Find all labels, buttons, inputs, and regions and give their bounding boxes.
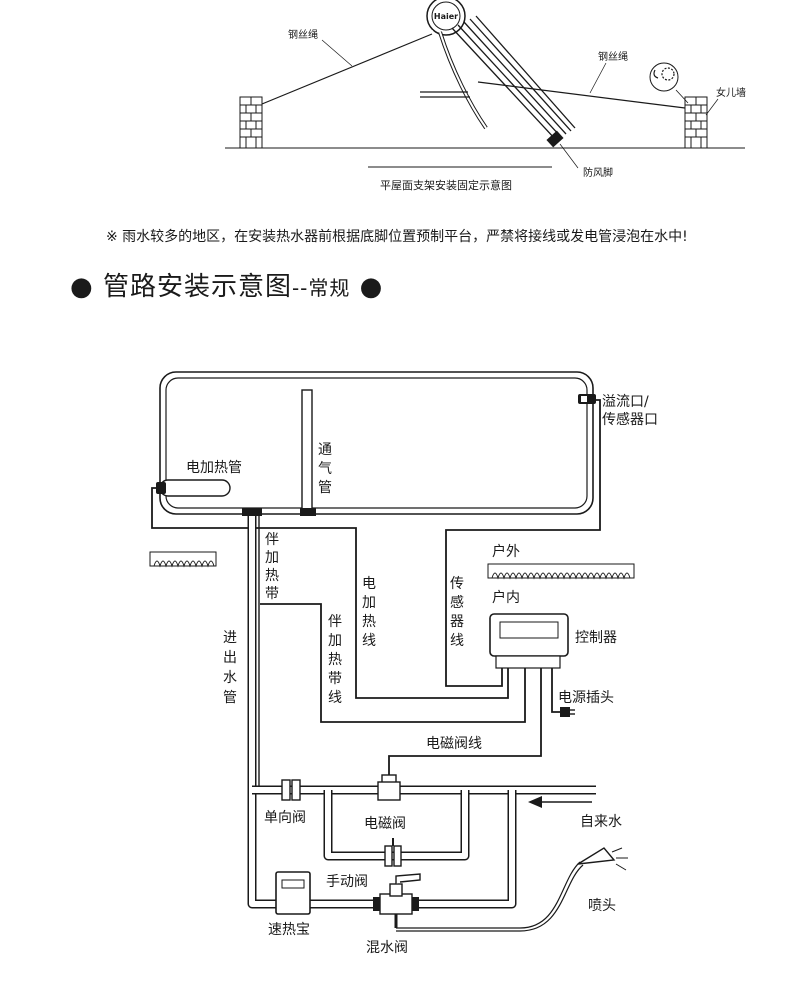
overflow-port-label-line2: 传感器口 <box>602 411 658 428</box>
bullet-right-icon: ● <box>359 272 384 302</box>
steel-rope-left <box>261 33 433 105</box>
heater-wire-label-2: 加 <box>362 595 376 611</box>
tap-water-arrow-icon <box>528 796 592 808</box>
heater-wire-label-1: 电 <box>362 576 376 592</box>
outdoor-boundary <box>487 563 635 580</box>
heat-tape-label-1: 伴 <box>265 532 279 548</box>
collector-tubes <box>451 15 576 148</box>
bracket-frame <box>418 29 488 144</box>
tape-wire-label-3: 热 <box>328 652 342 668</box>
heat-tape-label-3: 热 <box>265 568 279 584</box>
outdoor-label: 户外 <box>492 543 520 560</box>
inout-pipe-label-3: 水 <box>223 670 237 686</box>
heat-tape-label-2: 加 <box>265 550 279 566</box>
heater-wire-label-4: 线 <box>362 633 376 649</box>
instant-heater-box <box>275 871 311 915</box>
water-tank <box>159 371 594 515</box>
roof-figure-caption: 平屋面支架安装固定示意图 <box>380 178 512 192</box>
vent-pipe <box>300 389 316 516</box>
bullet-left-icon: ● <box>70 272 94 302</box>
instant-heater-label: 速热宝 <box>268 922 310 938</box>
inout-pipe-label-1: 进 <box>223 630 237 646</box>
heat-tape-label-4: 带 <box>265 586 279 602</box>
steel-rope-left-label: 钢丝绳 <box>288 28 318 41</box>
shower-head-label: 喷头 <box>588 898 616 914</box>
shower-head-icon <box>577 847 628 871</box>
sensor-wire-label-3: 器 <box>450 614 464 630</box>
controller-label: 控制器 <box>575 630 617 646</box>
controller-box <box>489 613 569 669</box>
heat-tape-wire <box>260 603 526 723</box>
heater-tank: Haier <box>426 0 466 36</box>
overflow-port-label-line1: 溢流口/ <box>602 394 649 410</box>
steel-rope-right <box>477 81 686 109</box>
overflow-port <box>578 394 596 404</box>
tape-wire-label-1: 伴 <box>328 614 342 630</box>
hook-detail <box>649 62 689 104</box>
solenoid-wire-label: 电磁阀线 <box>426 736 482 752</box>
manual-valve-label: 手动阀 <box>326 874 368 890</box>
left-wall-hatch <box>149 551 217 568</box>
vent-pipe-label-2: 气 <box>318 461 332 477</box>
mixing-valve <box>373 873 421 928</box>
rain-warning-note: ※ 雨水较多的地区，在安装热水器前根据底脚位置预制平台，严禁将接线或发电管浸泡在… <box>106 229 688 245</box>
sensor-wire-label-4: 线 <box>450 633 464 649</box>
tape-wire-label-4: 带 <box>328 671 342 687</box>
heater-wire-label-3: 热 <box>362 614 376 630</box>
brand-logo: Haier <box>434 12 458 21</box>
left-brick-pillar <box>239 96 263 149</box>
solenoid-valve-wire <box>388 668 542 775</box>
tape-wire-label-2: 加 <box>328 633 342 649</box>
parapet-pillar <box>684 96 708 149</box>
manual-valve <box>384 838 402 867</box>
heater-tube-wire <box>151 487 509 699</box>
power-plug-label: 电源插头 <box>558 690 614 706</box>
inout-pipe-label-2: 出 <box>223 650 237 666</box>
inout-pipe-fitting <box>242 508 262 516</box>
roof-bracket-figure: Haier 钢丝绳 钢丝绳 女儿墙 防风脚 平屋面支架安装固定示意图 <box>225 0 746 192</box>
steel-rope-right-label: 钢丝绳 <box>598 50 628 63</box>
indoor-label: 户内 <box>492 589 520 606</box>
section-subtitle: --常规 <box>291 276 351 300</box>
vent-pipe-label-3: 管 <box>318 480 332 496</box>
vent-pipe-label-1: 通 <box>318 442 332 458</box>
tape-wire-label-5: 线 <box>328 690 342 706</box>
check-valve <box>281 779 301 801</box>
sensor-wire <box>445 399 601 687</box>
wind-foot-label: 防风脚 <box>583 166 613 179</box>
inout-pipe-label-4: 管 <box>223 690 237 706</box>
check-valve-label: 单向阀 <box>264 810 306 826</box>
solenoid-valve-label: 电磁阀 <box>364 816 406 832</box>
parapet-label: 女儿墙 <box>716 86 746 99</box>
electric-heater-tube <box>156 479 231 497</box>
sensor-wire-label-2: 感 <box>450 594 464 611</box>
solenoid-valve <box>377 774 401 801</box>
power-plug-icon <box>560 707 575 717</box>
mixing-valve-label: 混水阀 <box>366 940 408 956</box>
electric-heater-label: 电加热管 <box>186 460 242 476</box>
section-title: 管路安装示意图 <box>102 272 292 302</box>
tap-water-label: 自来水 <box>580 814 622 830</box>
sensor-wire-label-1: 传 <box>450 576 464 592</box>
shower-hose <box>396 861 581 929</box>
section-heading: ● 管路安装示意图--常规 ● <box>70 266 383 303</box>
